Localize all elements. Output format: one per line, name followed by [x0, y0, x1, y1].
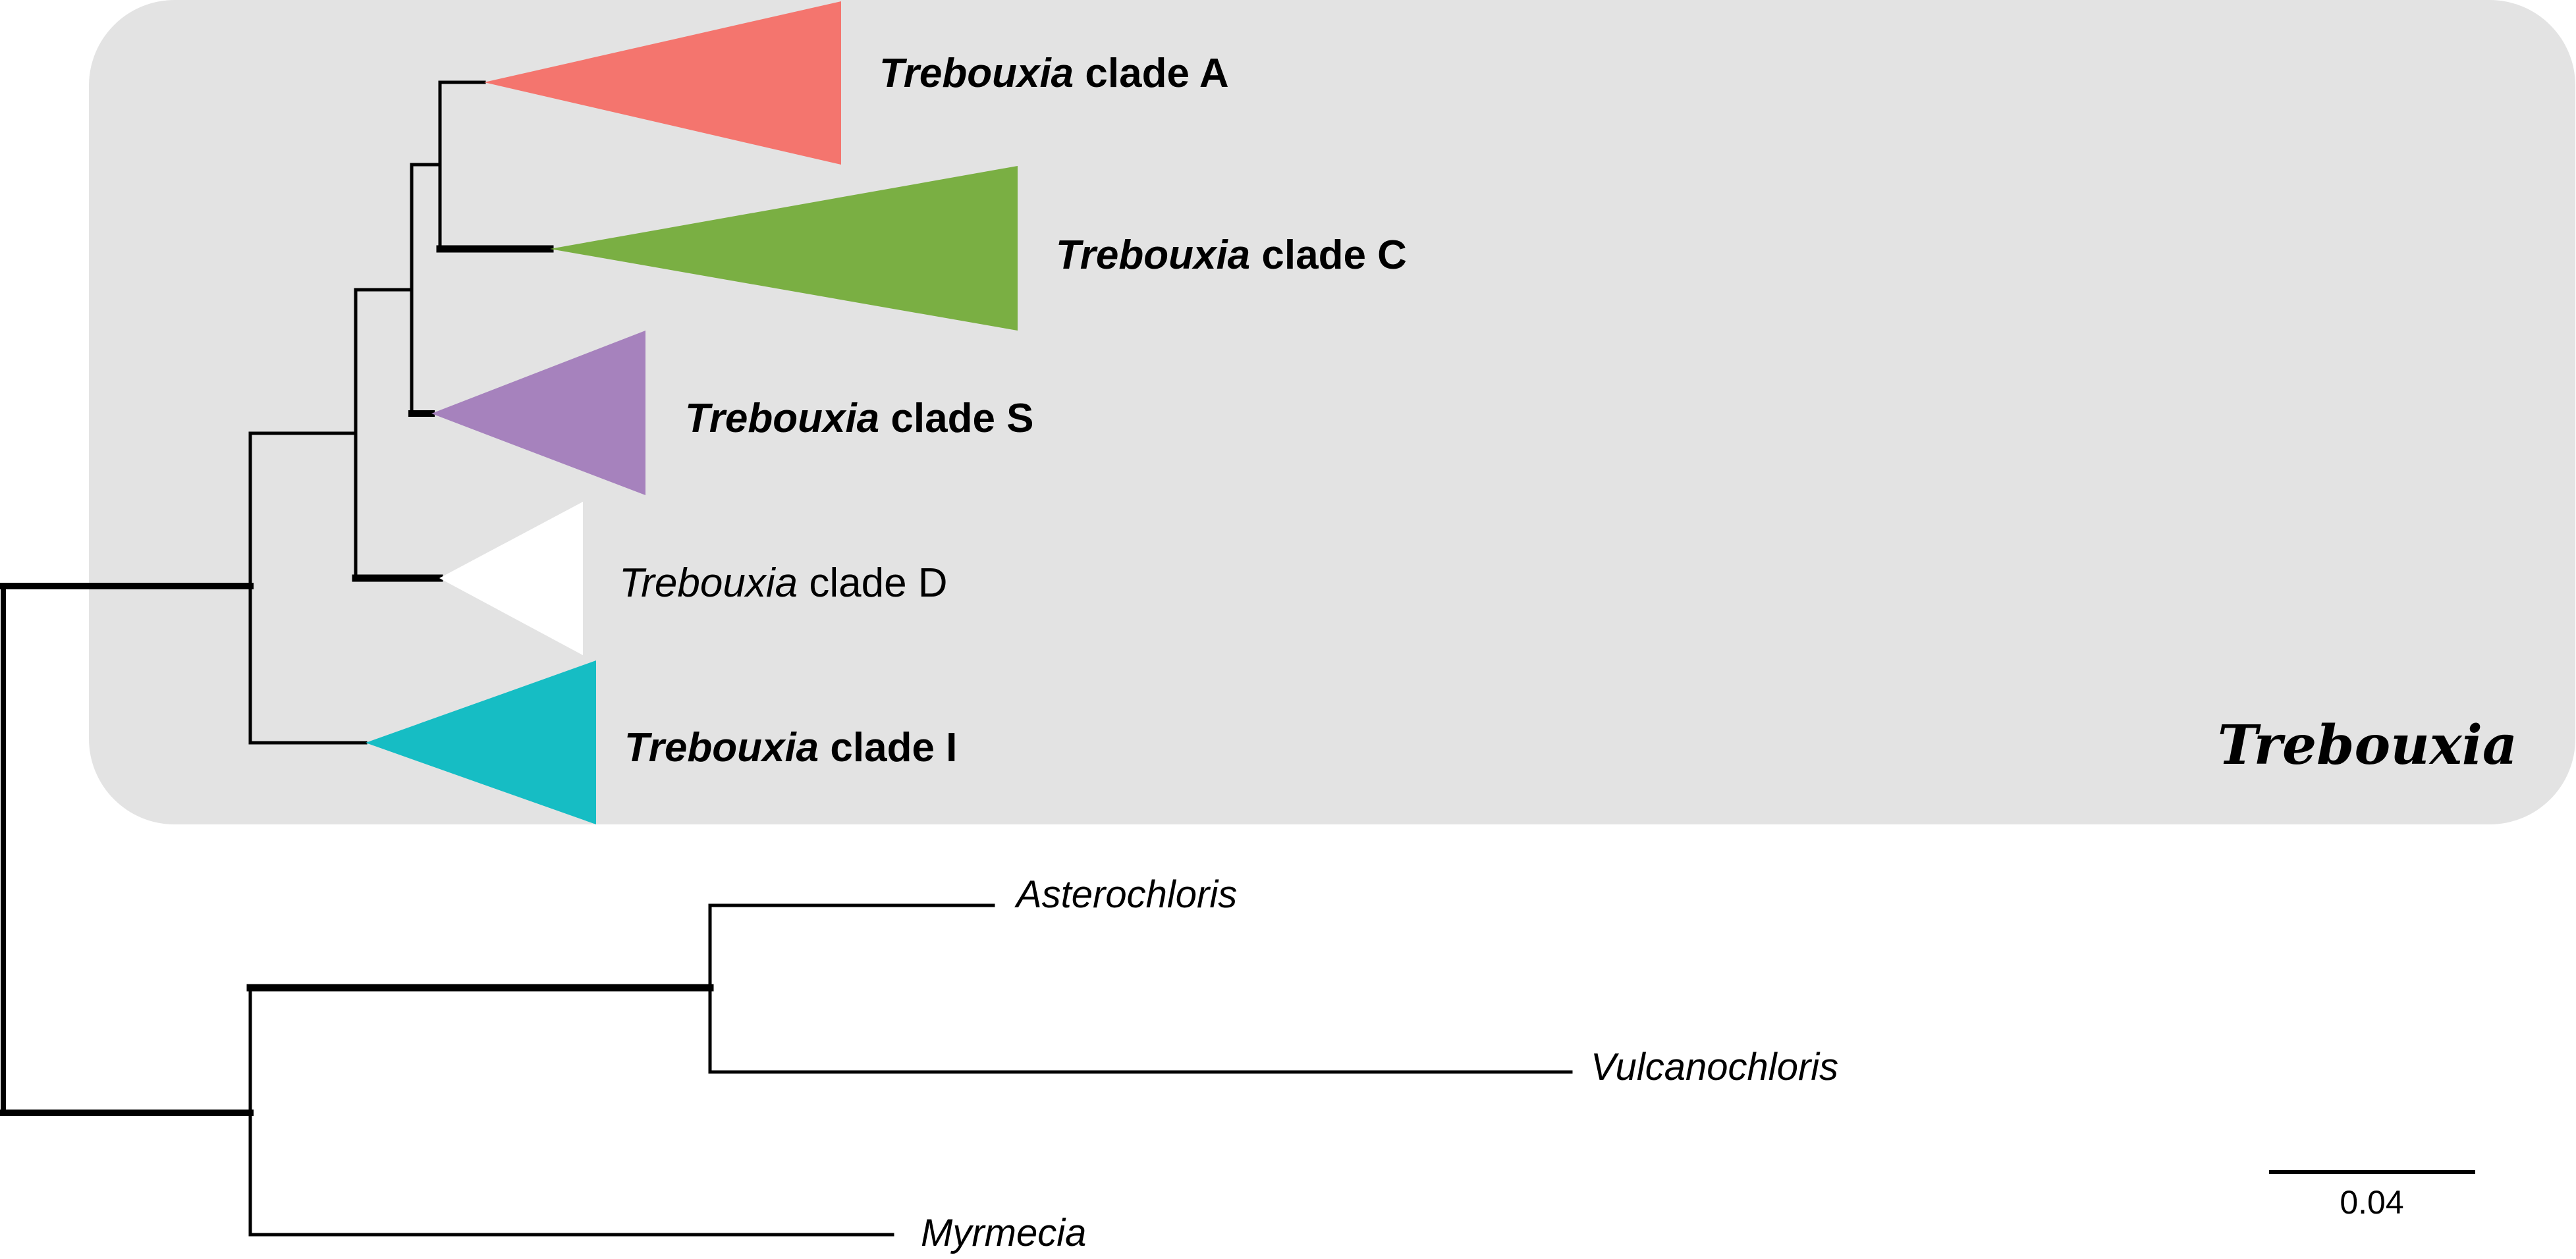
scale-bar: 0.04 [2269, 1170, 2475, 1221]
clade-a-triangle [484, 1, 841, 165]
trebouxia-highlight-box [89, 0, 2575, 824]
clade-i-label: Trebouxia clade I [624, 725, 957, 770]
clade-labels: Trebouxia clade A Trebouxia clade C Treb… [619, 51, 1407, 770]
clade-d-triangle [439, 502, 583, 655]
clade-triangles [366, 1, 1018, 824]
clade-c-label: Trebouxia clade C [1056, 232, 1407, 278]
clade-s-triangle [431, 331, 645, 495]
scale-bar-label: 0.04 [2340, 1184, 2403, 1221]
outgroup-labels: Asterochloris Vulcanochloris Myrmecia [921, 873, 1838, 1254]
clade-a-label: Trebouxia clade A [879, 51, 1229, 96]
trebouxia-group-label: Trebouxia [2218, 714, 2517, 777]
myrmecia-label: Myrmecia [921, 1212, 1086, 1254]
clade-c-triangle [550, 166, 1018, 331]
vulcanochloris-label: Vulcanochloris [1591, 1046, 1838, 1088]
clade-s-label: Trebouxia clade S [685, 396, 1034, 441]
tree-branches [0, 80, 1573, 1237]
clade-i-triangle [366, 660, 596, 824]
asterochloris-label: Asterochloris [1014, 873, 1237, 916]
clade-d-label: Trebouxia clade D [619, 560, 948, 606]
